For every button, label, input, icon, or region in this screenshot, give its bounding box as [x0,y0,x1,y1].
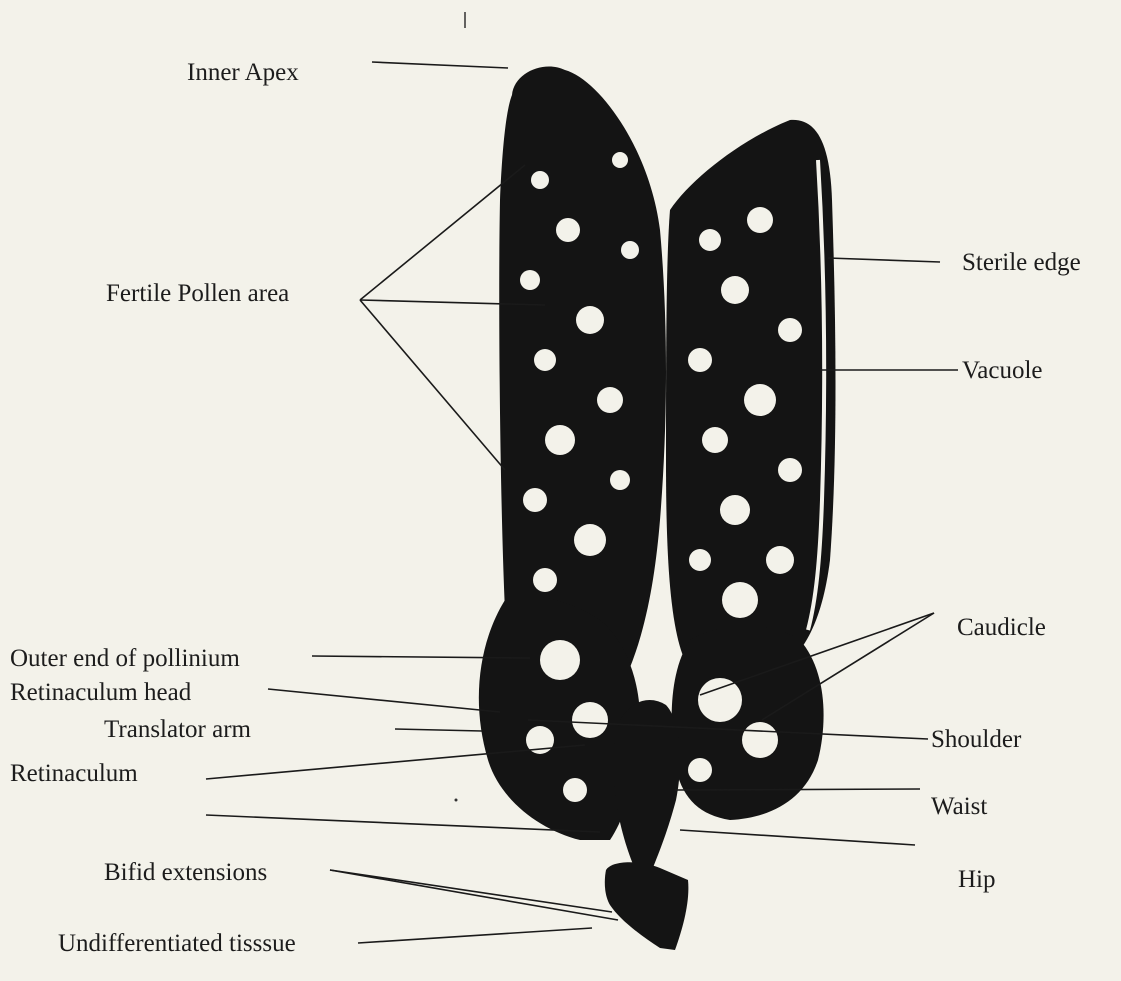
label-outer-end-of-pollinium: Outer end of pollinium [10,645,240,672]
retinaculum-base [605,862,689,950]
leader-inner-apex [372,62,508,68]
label-shoulder: Shoulder [931,726,1022,753]
leader-sterile-edge [828,258,940,262]
leader-retinaculum-head [268,689,500,712]
leader-bifid-2 [330,870,618,920]
leader-bifid-1 [330,870,612,912]
stray-dot [455,799,458,802]
leader-waist [675,789,920,790]
pollinarium-specimen [465,12,836,950]
label-caudicle: Caudicle [957,614,1046,641]
right-lower-body [672,626,824,820]
label-sterile-edge: Sterile edge [962,249,1081,276]
label-fertile-pollen-area: Fertile Pollen area [106,280,289,307]
label-bifid-extensions: Bifid extensions [104,859,267,886]
label-translator-arm: Translator arm [104,716,252,743]
label-inner-apex: Inner Apex [187,59,299,86]
label-undifferentiated-tissue: Undifferentiated tisssue [58,930,296,957]
label-hip: Hip [958,866,996,893]
leader-hip [680,830,915,845]
leader-fertile-pollen-3 [360,300,505,470]
label-retinaculum: Retinaculum [10,760,138,787]
label-vacuole: Vacuole [962,357,1043,384]
label-waist: Waist [931,793,987,820]
leader-translator-arm [395,729,482,731]
label-retinaculum-head: Retinaculum head [10,679,192,706]
leader-undifferentiated [358,928,592,943]
